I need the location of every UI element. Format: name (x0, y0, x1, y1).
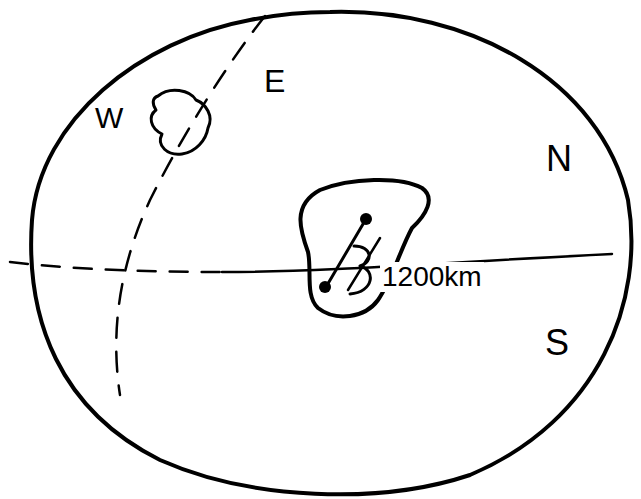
compass-letter: S (543, 324, 571, 362)
small-island (151, 90, 210, 154)
compass-letter: N (544, 140, 574, 178)
equator-dashed (10, 262, 220, 272)
distance-brace (350, 246, 370, 294)
meridian-dashed (116, 16, 265, 395)
distance-line (326, 219, 366, 287)
compass-letter: W (93, 102, 125, 134)
distance-label: 1200km (380, 262, 484, 292)
place-dot (360, 213, 372, 225)
place-dot (319, 281, 331, 293)
globe-outline (31, 12, 631, 494)
compass-letter: E (262, 64, 287, 98)
central-island (300, 180, 428, 316)
